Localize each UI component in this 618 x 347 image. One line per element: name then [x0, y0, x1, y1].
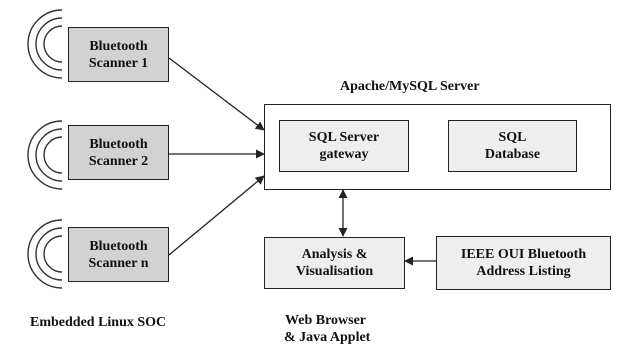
- arrow-scanner1-to-server: [168, 57, 265, 131]
- wireless-signal-icon: [27, 120, 63, 190]
- wireless-signal-icon: [27, 219, 63, 289]
- sql-server-gateway-box: SQL Server gateway: [279, 120, 409, 172]
- database-label-line2: Database: [484, 147, 541, 162]
- bluetooth-scanner-2: Bluetooth Scanner 2: [68, 125, 169, 180]
- wireless-signal-icon: [27, 9, 63, 79]
- gateway-label-line2: gateway: [319, 147, 369, 162]
- oui-label-line1: IEEE OUI Bluetooth: [460, 247, 587, 262]
- sql-database-box: SQL Database: [448, 120, 577, 172]
- gateway-label-line1: SQL Server: [308, 130, 380, 145]
- scanner-label-line1: Bluetooth: [89, 38, 148, 54]
- scanner-label-line2: Scanner 1: [88, 55, 149, 71]
- analysis-label-line2: Visualisation: [295, 264, 374, 279]
- web-browser-caption-line2: & Java Applet: [284, 330, 371, 345]
- analysis-visualisation-box: Analysis & Visualisation: [264, 237, 405, 289]
- scanner-label-line2: Scanner n: [88, 255, 149, 271]
- embedded-linux-soc-caption: Embedded Linux SOC: [30, 315, 167, 330]
- server-title: Apache/MySQL Server: [340, 79, 480, 94]
- bluetooth-scanner-1: Bluetooth Scanner 1: [68, 27, 169, 82]
- scanner-label-line1: Bluetooth: [89, 136, 148, 152]
- arrow-scannern-to-server: [168, 175, 265, 256]
- web-browser-caption-line1: Web Browser: [285, 313, 367, 328]
- analysis-label-line1: Analysis &: [301, 247, 368, 262]
- database-label-line1: SQL: [498, 130, 527, 145]
- scanner-label-line2: Scanner 2: [88, 153, 149, 169]
- oui-label-line2: Address Listing: [476, 264, 571, 279]
- ieee-oui-address-listing-box: IEEE OUI Bluetooth Address Listing: [436, 236, 611, 290]
- scanner-label-line1: Bluetooth: [89, 238, 148, 254]
- bluetooth-scanner-n: Bluetooth Scanner n: [68, 227, 169, 282]
